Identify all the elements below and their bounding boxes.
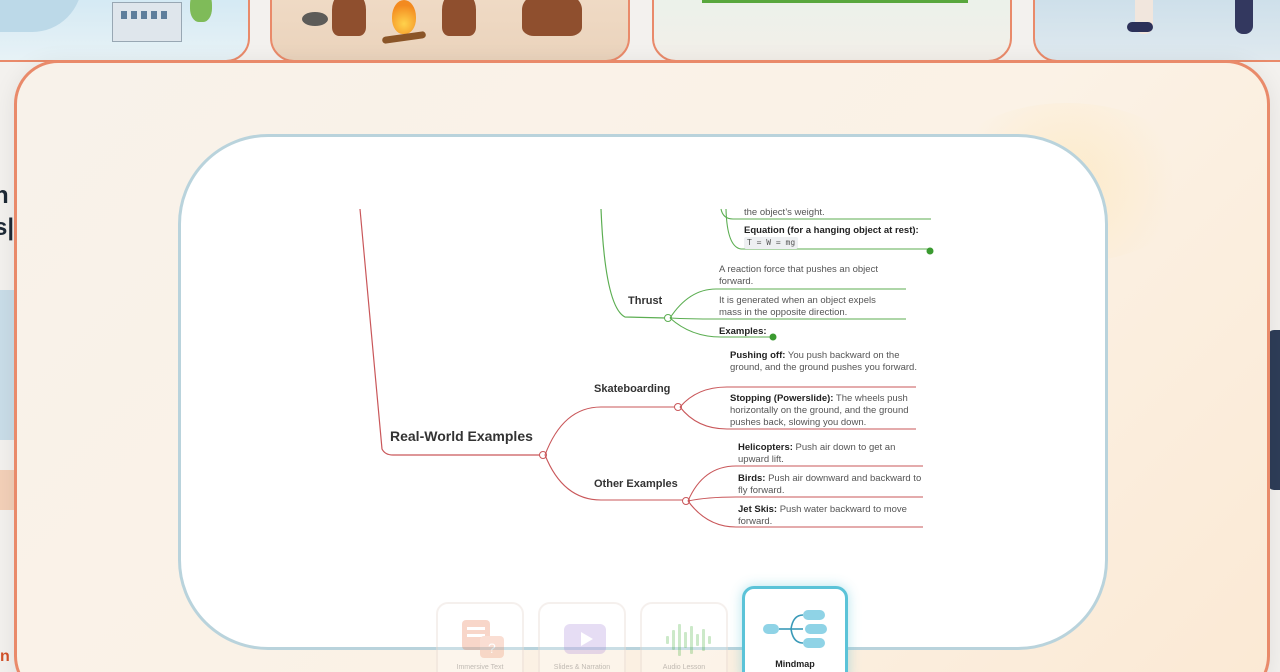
tab-slides-narration[interactable]: Slides & Narration: [538, 602, 626, 672]
immersive-text-icon: ?: [462, 620, 504, 658]
equation-code: T = W = mg: [744, 237, 799, 249]
item-text: Push air down to get an upward lift.: [738, 442, 896, 465]
skateboarding-item: Pushing off: You push backward on the gr…: [730, 350, 920, 374]
equation-node[interactable]: Equation (for a hanging object at rest):…: [744, 225, 944, 249]
item-bold: Jet Skis:: [738, 504, 778, 515]
rock-illustration: [302, 12, 328, 26]
lesson-card-city[interactable]: [0, 0, 250, 62]
weight-text: the object’s weight.: [744, 207, 825, 218]
item-bold: Helicopters:: [738, 442, 793, 453]
thrust-item: A reaction force that pushes an object f…: [719, 264, 878, 287]
lesson-card-walking[interactable]: [1033, 0, 1280, 62]
avatar-strip: [0, 470, 14, 510]
audio-wave-icon: [666, 624, 711, 656]
play-video-icon: [564, 624, 606, 654]
item-text: The wheels push horizontally on the grou…: [730, 393, 909, 428]
tab-immersive-text[interactable]: ? Immersive Text: [436, 602, 524, 672]
other-example-item: Jet Skis: Push water backward to move fo…: [738, 504, 923, 528]
green-bar-illustration: [702, 0, 968, 3]
equation-node-dot: [926, 247, 934, 255]
bottom-text: n: [0, 648, 10, 665]
person-illustration: [332, 0, 366, 36]
leg-illustration: [1235, 0, 1253, 34]
other-example-item: Helicopters: Push air down to get an upw…: [738, 442, 918, 466]
water-illustration: [0, 0, 82, 32]
campfire-illustration: [381, 0, 427, 48]
person-illustration: [442, 0, 476, 36]
item-bold: Pushing off:: [730, 350, 786, 361]
side-text: s|: [0, 214, 15, 241]
thrust-examples-node[interactable]: Examples:: [719, 326, 767, 338]
side-text: n: [0, 182, 9, 209]
root-node-dot: [539, 451, 547, 459]
lesson-card-campfire[interactable]: [270, 0, 630, 62]
tab-mindmap[interactable]: Mindmap: [742, 586, 848, 672]
skateboarding-item: Stopping (Powerslide): The wheels push h…: [730, 393, 920, 429]
right-image-strip: [1268, 330, 1280, 490]
examples-node-dot: [769, 333, 777, 341]
item-text: Push air downward and backward to fly fo…: [738, 473, 922, 496]
tab-label: Audio Lesson: [662, 664, 706, 671]
side-image-strip: [0, 290, 14, 440]
tree-illustration: [190, 0, 212, 22]
mindmap-icon: [763, 610, 827, 648]
skateboarding-node[interactable]: Skateboarding: [594, 383, 671, 395]
root-node[interactable]: Real-World Examples: [390, 428, 533, 444]
item-bold: Birds:: [738, 473, 766, 484]
lesson-card-green[interactable]: [652, 0, 1012, 62]
tab-label: Mindmap: [775, 659, 815, 669]
shoe-illustration: [1127, 22, 1153, 32]
mindmap-canvas[interactable]: the object’s weight. Equation (for a han…: [178, 134, 1108, 650]
building-illustration: [112, 2, 182, 42]
thrust-node[interactable]: Thrust: [628, 295, 663, 307]
root-connector: [359, 208, 541, 456]
tab-audio-lesson[interactable]: Audio Lesson: [640, 602, 728, 672]
tab-label: Immersive Text: [456, 664, 504, 671]
equation-label: Equation (for a hanging object at rest):: [744, 225, 919, 236]
other-examples-node[interactable]: Other Examples: [594, 478, 678, 490]
item-text: You push backward on the ground, and the…: [730, 350, 917, 373]
svg-text:?: ?: [488, 640, 496, 656]
examples-label: Examples:: [719, 326, 767, 337]
item-text: Push water backward to move forward.: [738, 504, 907, 527]
thrust-item: It is generated when an object expels ma…: [719, 295, 876, 318]
skateboarding-node-dot: [674, 403, 682, 411]
thrust-connector: [600, 208, 667, 319]
other-example-item: Birds: Push air downward and backward to…: [738, 473, 923, 497]
item-bold: Stopping (Powerslide):: [730, 393, 834, 404]
mindmap-connectors: [359, 208, 934, 528]
tab-label: Slides & Narration: [553, 664, 611, 671]
person-illustration: [522, 0, 582, 36]
